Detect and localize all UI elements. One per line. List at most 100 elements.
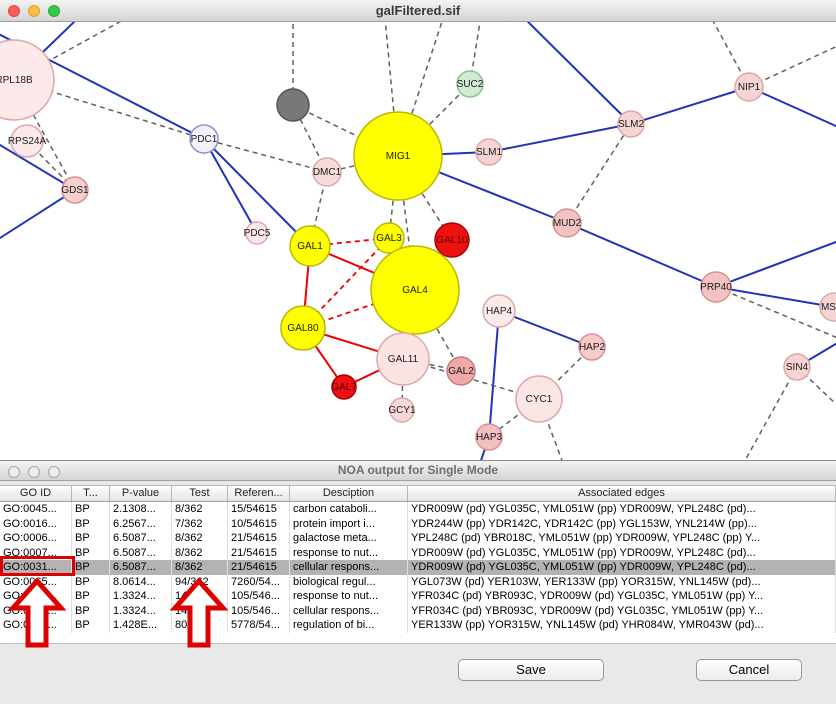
node-GAL1[interactable] [289,225,331,267]
node-label-GAL1: GAL1 [297,241,323,252]
node-SLM2[interactable] [617,110,645,138]
table-row-7[interactable]: GO:0031...BP1.3324...14/362105/546...res… [0,589,836,604]
edge-GAL4-GAL2[interactable] [414,289,462,372]
node-RPS24A[interactable] [10,124,44,158]
node-PRP40[interactable] [700,271,732,303]
cell: regulation of bi... [290,618,408,633]
edge-SLM2-offscreen[interactable] [508,22,632,125]
edge-NIP1-offscreen[interactable] [748,30,836,88]
column-header-6[interactable]: Desciption [290,486,408,501]
node-SIN4[interactable] [783,353,811,381]
edge-SIN4-offscreen[interactable] [732,366,798,460]
cancel-button[interactable]: Cancel [696,659,802,681]
node-MSL1[interactable] [819,292,836,322]
node-MUD2[interactable] [552,208,582,238]
node-DMC1[interactable] [312,157,342,187]
edge-PRP40-offscreen[interactable] [715,227,836,288]
edge-SLM2-NIP1[interactable] [630,86,750,125]
close-button[interactable] [8,5,20,17]
edge-GDS1-offscreen[interactable] [0,189,76,254]
node-label-GAL3: GAL3 [376,233,402,244]
cell: 8/362 [172,545,228,560]
column-header-3[interactable]: P-value [110,486,172,501]
edge-CYC1-offscreen[interactable] [538,398,572,460]
node-GCY1[interactable] [389,397,415,423]
cell: 6.5087... [110,531,172,546]
network-titlebar[interactable]: galFiltered.sif [0,0,836,22]
column-header-4[interactable]: Test [172,486,228,501]
edge-DMC1-PDC1[interactable] [203,138,328,173]
node-SLM1[interactable] [475,138,503,166]
minimize-button[interactable] [28,466,40,478]
node-NIP1[interactable] [734,72,764,102]
annotation-arrow-test [170,578,228,648]
cell: BP [72,618,110,633]
edge-PDC1-GAL1[interactable] [203,138,311,247]
edge-MUD2-PRP40[interactable] [566,222,717,288]
edge-PRP40-offscreen[interactable] [715,286,836,354]
node-label-CYC1: CYC1 [526,394,553,405]
node-GAL2[interactable] [446,356,476,386]
node-MIG1[interactable] [353,111,443,201]
node-GAL80[interactable] [280,305,326,351]
edge-GDS1-offscreen[interactable] [0,130,76,191]
cell: 21/54615 [228,531,290,546]
zoom-button[interactable] [48,5,60,17]
edge-GDS1-RPL18B[interactable] [13,79,76,191]
node-label-SLM1: SLM1 [476,147,503,158]
edge-MUD2-SLM2[interactable] [566,123,632,224]
node-GAL10[interactable] [434,222,470,258]
table-row-9[interactable]: GO:0050...BP1.428E...80/3625778/54...reg… [0,618,836,633]
node-GAL4[interactable] [370,245,460,335]
edge-HAP4-HAP3[interactable] [488,310,500,438]
node-label-RPS24A: RPS24A [8,136,47,147]
edge-NODE_GRAY-MIG1[interactable] [292,104,399,157]
cell: YDR009W (pd) YGL035C, YML051W (pp) YDR00… [408,560,836,575]
cell: YER133W (pp) YOR315W, YNL145W (pd) YHR08… [408,618,836,633]
node-HAP2[interactable] [578,333,606,361]
node-SUC2[interactable] [456,70,484,98]
edge-SIN4-offscreen[interactable] [796,366,836,442]
node-GDS1[interactable] [61,176,89,204]
cell: 5778/54... [228,618,290,633]
cell: 7/362 [172,516,228,531]
save-button[interactable]: Save [458,659,604,681]
node-NODE_GRAY[interactable] [276,88,310,122]
edge-NIP1-offscreen[interactable] [748,86,836,144]
edge-RPL18B-PDC1[interactable] [13,79,205,140]
network-canvas[interactable]: RPL18BRPS24AGDS1PDC1DMC1MIG1SUC2SLM1SLM2… [0,22,836,460]
column-header-7[interactable]: Associated edges [408,486,836,501]
edge-PRP40-MSL1[interactable] [715,286,835,308]
edge-SIN4-offscreen[interactable] [796,320,836,368]
node-CYC1[interactable] [515,375,563,423]
close-button[interactable] [8,466,20,478]
edge-PDC1-PDC5[interactable] [203,138,258,234]
node-HAP4[interactable] [482,294,516,328]
zoom-button[interactable] [48,466,60,478]
node-GAL11[interactable] [376,332,430,386]
edge-SLM1-SLM2[interactable] [488,123,632,153]
table-row-8[interactable]: GO:0031...BP1.3324...14/362105/546...cel… [0,603,836,618]
node-HAP3[interactable] [475,423,503,451]
node-PDC5[interactable] [245,221,269,245]
node-PDC1[interactable] [189,124,219,154]
node-GAL7[interactable] [331,374,357,400]
node-GAL3[interactable] [373,222,405,254]
column-header-5[interactable]: Referen... [228,486,290,501]
cell: 7260/54... [228,574,290,589]
minimize-button[interactable] [28,5,40,17]
edge-MIG1-SUC2[interactable] [397,83,471,157]
cell: cellular respons... [290,603,408,618]
node-RPL18B[interactable] [0,39,55,121]
column-header-1[interactable]: GO ID [0,486,72,501]
noa-titlebar[interactable]: NOA output for Single Mode [0,461,836,481]
column-header-2[interactable]: T... [72,486,110,501]
cell: GO:0045... [0,502,72,517]
